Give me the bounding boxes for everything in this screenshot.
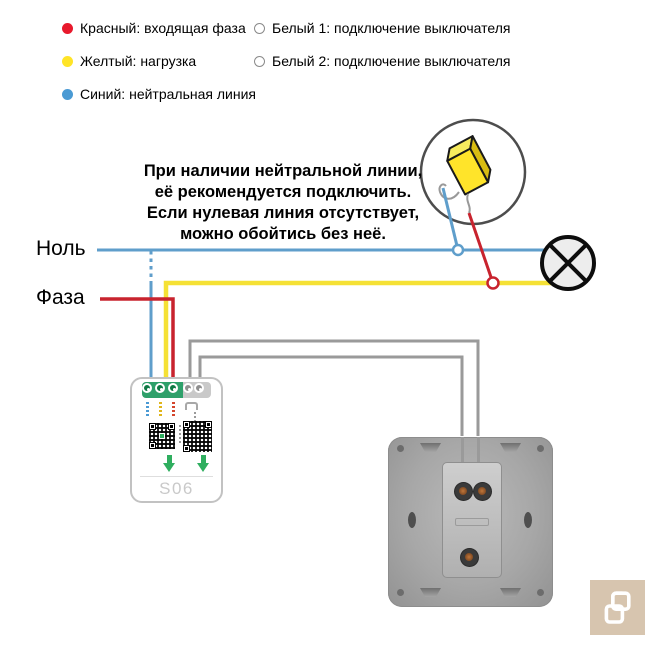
mount-screw xyxy=(537,445,544,452)
mount-hole xyxy=(524,512,532,528)
qr-center-logo xyxy=(159,433,165,439)
wire-switch-white1 xyxy=(188,339,480,436)
terminal-white1 xyxy=(183,383,193,393)
terminal-white2 xyxy=(194,383,204,393)
legend-label: Красный: входящая фаза xyxy=(80,20,246,36)
green-arrow-down-icon xyxy=(162,455,176,473)
mount-hole xyxy=(408,512,416,528)
legend-label: Желтый: нагрузка xyxy=(80,53,197,69)
legend-item-white2: Белый 2: подключение выключателя xyxy=(254,52,510,70)
relay-module: S06 xyxy=(130,377,223,503)
wire-connector-icon xyxy=(446,135,492,196)
legend-label: Белый 2: подключение выключателя xyxy=(272,53,511,69)
legend-label: Белый 1: подключение выключателя xyxy=(272,20,511,36)
qr-code-right xyxy=(183,421,212,452)
wire-load-yellow xyxy=(163,280,552,384)
watermark-logo xyxy=(590,580,645,635)
note-line: Если нулевая линия отсутствует, xyxy=(146,204,420,222)
terminal-block-wires xyxy=(142,382,183,398)
legend-item-yellow: Желтый: нагрузка xyxy=(62,52,196,70)
junction-node-load xyxy=(486,276,500,290)
mount-screw xyxy=(397,445,404,452)
mount-slot xyxy=(420,443,441,452)
note-line: можно обойтись без неё. xyxy=(180,225,386,243)
blue-dot-icon xyxy=(62,88,73,100)
mount-screw xyxy=(537,589,544,596)
note-line: При наличии нейтральной линии, xyxy=(143,162,423,180)
mechanism-label-slot xyxy=(455,518,489,526)
terminal-caption-red xyxy=(172,402,175,417)
wall-switch-back xyxy=(388,437,553,607)
white-circle-icon xyxy=(254,22,265,34)
interlocked-squares-icon xyxy=(604,590,631,624)
qr-caption xyxy=(179,425,181,445)
legend-label: Синий: нейтральная линия xyxy=(80,86,256,102)
callout-pointer-blue xyxy=(441,187,460,251)
red-dot-icon xyxy=(62,22,73,34)
terminal-block-switch xyxy=(183,382,211,398)
mount-slot xyxy=(500,588,521,597)
switch-mechanism xyxy=(442,462,502,578)
white-circle-icon xyxy=(254,55,265,67)
switch-terminal-left xyxy=(454,482,472,500)
relay-model: S06 xyxy=(159,479,194,498)
note-line: её рекомендуется подключить. xyxy=(154,183,412,201)
legend-item-red: Красный: входящая фаза xyxy=(62,19,246,37)
terminal-caption-yellow xyxy=(159,402,162,417)
lamp-icon xyxy=(540,235,596,291)
terminal-neutral xyxy=(142,383,152,393)
qr-code-left xyxy=(149,423,175,449)
terminal-phase xyxy=(168,383,178,393)
mount-slot xyxy=(500,443,521,452)
label-neutral: Ноль xyxy=(36,237,86,260)
legend-item-blue: Синий: нейтральная линия xyxy=(62,85,256,103)
junction-node-neutral xyxy=(451,243,465,257)
terminal-caption-gray xyxy=(194,412,196,425)
terminal-caption-blue xyxy=(146,402,149,417)
switch-terminal-right xyxy=(473,482,491,500)
connector-lead-right xyxy=(466,193,471,214)
connector-lead-left xyxy=(438,183,460,200)
callout-pointer-red xyxy=(467,212,495,284)
label-phase: Фаза xyxy=(36,286,85,309)
switch-terminal-bottom xyxy=(460,548,478,566)
wire-phase-red xyxy=(100,297,175,384)
green-arrow-down-icon xyxy=(196,455,210,473)
relay-label-divider xyxy=(140,476,213,477)
mount-slot xyxy=(420,588,441,597)
terminal-load xyxy=(155,383,165,393)
clip-icon xyxy=(185,402,198,410)
mount-screw xyxy=(397,589,404,596)
neutral-note: При наличии нейтральной линии, её рекоме… xyxy=(122,161,444,245)
legend-item-white1: Белый 1: подключение выключателя xyxy=(254,19,510,37)
wire-switch-white2 xyxy=(198,355,464,436)
yellow-dot-icon xyxy=(62,55,73,67)
